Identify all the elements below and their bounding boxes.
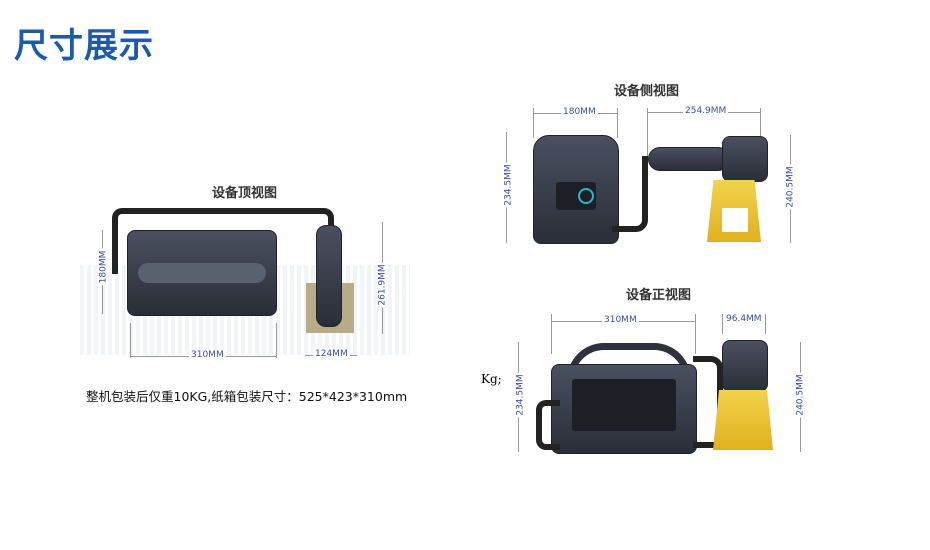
port-panel [556,182,596,210]
display-screen [572,379,676,431]
laser-head-front [722,340,768,392]
cable [612,156,648,232]
head-window [707,180,761,242]
dim-front-head-height: 240.5MM [795,372,806,418]
power-port-icon [578,188,594,204]
main-unit-top [127,230,277,316]
head-window [713,390,773,450]
dim-side-head-height: 240.5MM [785,164,796,210]
dim-depth: 180MM [98,248,109,286]
dim-head-height: 261.9MM [377,262,388,308]
clipped-text: Kg; [481,372,502,386]
laser-head-top [316,225,342,327]
laser-head-side [722,136,768,182]
main-unit-side [533,135,619,244]
dim-head-width: 124MM [313,349,350,359]
packaging-note: 整机包装后仅重10KG,纸箱包装尺寸：525*423*310mm [86,389,408,404]
dim-side-height: 234.5MM [503,162,514,208]
page-title: 尺寸展示 [14,26,154,66]
side-view-caption: 设备侧视图 [614,84,680,99]
dim-front-head-width: 96.4MM [724,314,764,324]
handle-grip [648,147,730,171]
main-unit-front [551,364,697,454]
dim-front-width: 310MM [602,315,639,325]
cable-left [536,400,560,450]
handle-x-frame [138,263,266,283]
dim-reach: 254.9MM [683,106,729,116]
dim-front-height: 234.5MM [515,372,526,418]
top-view-caption: 设备顶视图 [212,186,278,201]
dim-width: 310MM [189,350,226,360]
front-view-caption: 设备正视图 [626,288,692,303]
dim-side-depth: 180MM [561,107,598,117]
